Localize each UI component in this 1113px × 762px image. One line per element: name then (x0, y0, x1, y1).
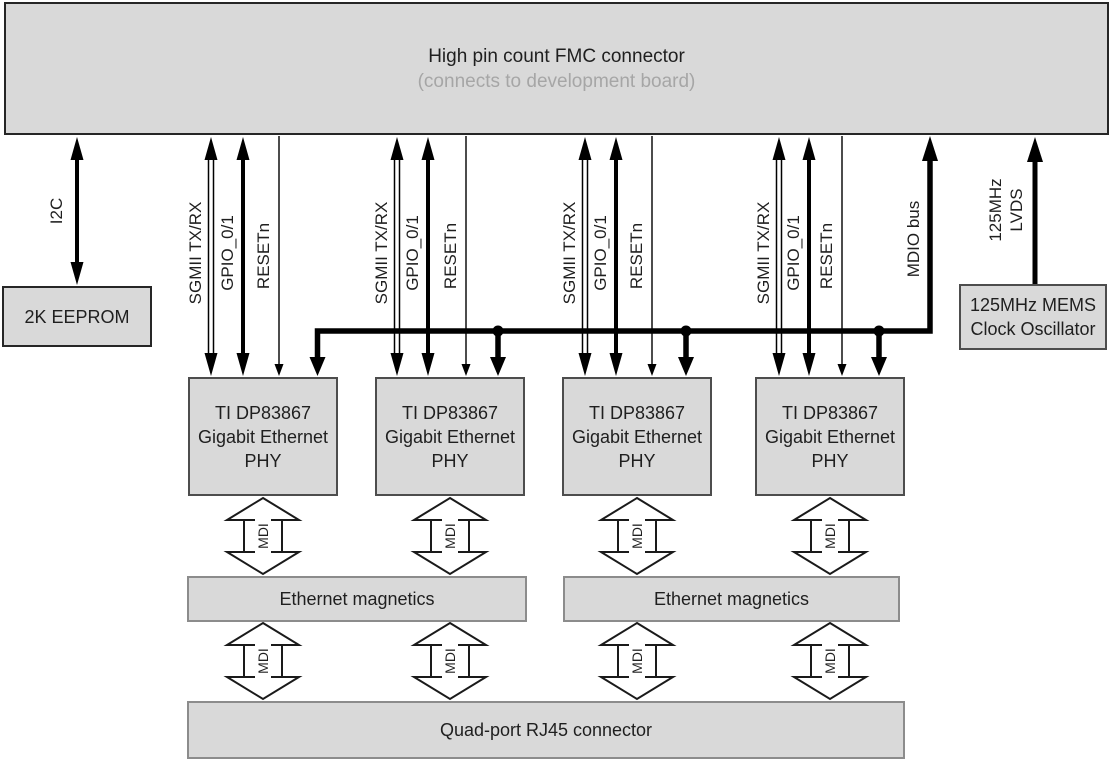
gpio-arrow-3 (609, 137, 623, 376)
mdi-label-1: MDI (255, 523, 271, 549)
i2c-arrow (70, 137, 84, 285)
phy-label-line3: PHY (811, 450, 849, 471)
mdi-label-6: MDI (442, 648, 458, 674)
eeprom-box: 2K EEPROM (2, 286, 152, 347)
magnetics-label: Ethernet magnetics (279, 589, 435, 609)
gpio-label-1: GPIO_0/1 (218, 215, 237, 291)
mdi-label-3: MDI (629, 523, 645, 549)
phy-box-4: TI DP83867 Gigabit Ethernet PHY (755, 377, 905, 496)
phy-label-line3: PHY (431, 450, 469, 471)
resetn-label-3: RESETn (627, 222, 646, 290)
eeprom-label: 2K EEPROM (24, 306, 130, 327)
phy-box-3: TI DP83867 Gigabit Ethernet PHY (562, 377, 712, 496)
i2c-label: I2C (47, 197, 66, 225)
resetn-arrow-2 (461, 136, 471, 376)
sgmii-label-2: SGMII TX/RX (372, 201, 391, 305)
rj45-label: Quad-port RJ45 connector (439, 720, 653, 740)
gpio-label-2: GPIO_0/1 (403, 215, 422, 291)
mdi-label-8: MDI (822, 648, 838, 674)
lvds-clock-arrow (1027, 137, 1043, 284)
phy-label-line2: Gigabit Ethernet (197, 426, 329, 447)
sgmii-label-3: SGMII TX/RX (560, 201, 579, 305)
mdi-label-2: MDI (442, 523, 458, 549)
sgmii-arrow-2 (390, 137, 404, 376)
phy-label-line1: TI DP83867 (214, 402, 312, 423)
gpio-arrow-1 (236, 137, 250, 376)
fmc-title: High pin count FMC connector (428, 45, 685, 67)
magnetics-label: Ethernet magnetics (653, 589, 810, 609)
phy-label-line2: Gigabit Ethernet (764, 426, 896, 447)
rj45-connector-box: Quad-port RJ45 connector (187, 701, 905, 759)
phy-label-line1: TI DP83867 (781, 402, 879, 423)
oscillator-label: 125MHz MEMS Clock Oscillator (969, 295, 1097, 339)
gpio-arrow-4 (802, 137, 816, 376)
resetn-label-1: RESETn (254, 222, 273, 290)
lvds-label: 125MHz LVDS (985, 178, 1027, 241)
phy-box-2: TI DP83867 Gigabit Ethernet PHY (375, 377, 525, 496)
gpio-label-4: GPIO_0/1 (784, 215, 803, 291)
sgmii-arrow-3 (578, 137, 592, 376)
lvds-label-line1: 125MHz (986, 178, 1005, 242)
fmc-connector-box: High pin count FMC connector (connects t… (4, 2, 1109, 135)
phy-label-line1: TI DP83867 (588, 402, 686, 423)
sgmii-label-1: SGMII TX/RX (186, 201, 205, 305)
lvds-label-line2: LVDS (1007, 188, 1026, 232)
gpio-arrow-2 (421, 137, 435, 376)
magnetics-box-2: Ethernet magnetics (563, 576, 900, 622)
mdi-label-4: MDI (822, 523, 838, 549)
sgmii-label-4: SGMII TX/RX (754, 201, 773, 305)
resetn-label-2: RESETn (441, 222, 460, 290)
mdio-bus-label: MDIO bus (904, 200, 923, 278)
phy-label-line3: PHY (618, 450, 656, 471)
resetn-arrow-4 (837, 136, 847, 376)
magnetics-box-1: Ethernet magnetics (187, 576, 527, 622)
phy-label-line1: TI DP83867 (401, 402, 499, 423)
sgmii-arrow-1 (204, 137, 218, 376)
gpio-label-3: GPIO_0/1 (591, 215, 610, 291)
resetn-arrow-3 (647, 136, 657, 376)
phy-label-line2: Gigabit Ethernet (384, 426, 516, 447)
clock-oscillator-box: 125MHz MEMS Clock Oscillator (959, 284, 1107, 350)
phy-label-line3: PHY (244, 450, 282, 471)
phy-box-1: TI DP83867 Gigabit Ethernet PHY (188, 377, 338, 496)
fmc-subtitle: (connects to development board) (417, 70, 696, 92)
mdi-label-5: MDI (255, 648, 271, 674)
mdi-label-7: MDI (629, 648, 645, 674)
phy-label-line2: Gigabit Ethernet (571, 426, 703, 447)
resetn-arrow-1 (274, 136, 284, 376)
resetn-label-4: RESETn (817, 222, 836, 290)
